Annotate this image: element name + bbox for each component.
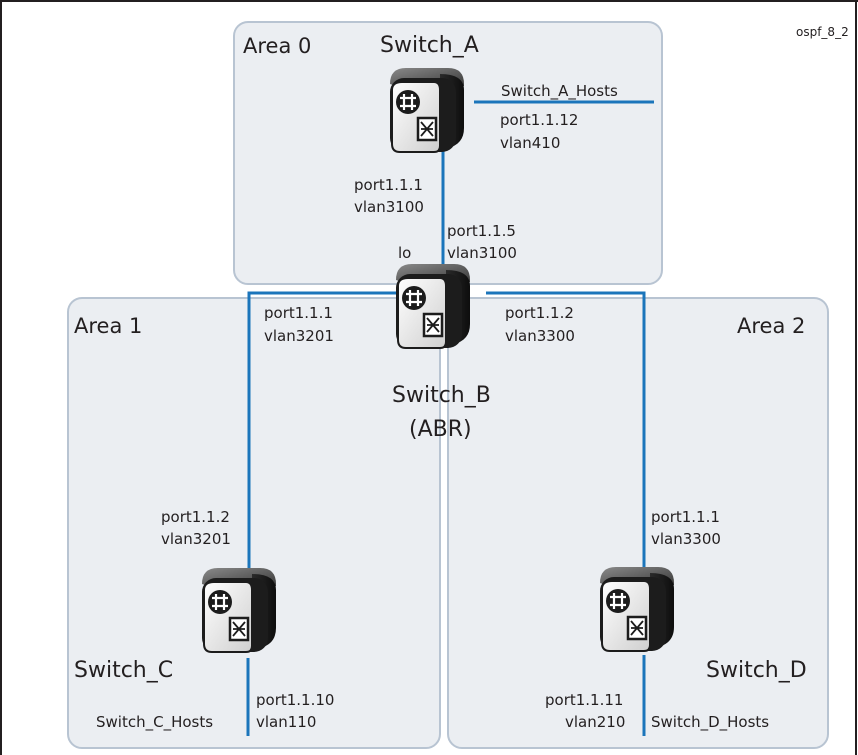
switch-b-icon [394, 262, 472, 350]
switch-d-icon [598, 565, 676, 653]
link-b-c [247, 291, 400, 585]
switch-b-up-vlan: vlan3100 [447, 244, 517, 262]
switch-a-down-port: port1.1.1 [354, 176, 423, 194]
switch-b-loopback-label: lo [398, 244, 411, 262]
switch-b-left-port: port1.1.1 [264, 304, 333, 322]
switch-b-right-port: port1.1.2 [505, 304, 574, 322]
link-b-d [486, 291, 646, 575]
area2-label: Area 2 [737, 314, 805, 338]
switch-c-up-vlan: vlan3201 [161, 530, 231, 548]
switch-d-up-vlan: vlan3300 [651, 530, 721, 548]
switch-c-hosts-vlan: vlan110 [256, 713, 316, 731]
area2-zone [447, 297, 829, 749]
area0-label: Area 0 [243, 34, 311, 58]
switch-d-hosts-port: port1.1.11 [545, 691, 623, 709]
switch-d-up-port: port1.1.1 [651, 508, 720, 526]
switch-c-hosts-label: Switch_C_Hosts [96, 713, 213, 732]
switch-d-label: Switch_D [706, 658, 807, 683]
area1-label: Area 1 [74, 314, 142, 338]
area1-zone [67, 297, 441, 749]
switch-a-hosts-label: Switch_A_Hosts [501, 82, 618, 101]
switch-c-up-port: port1.1.2 [161, 508, 230, 526]
figure-tag: ospf_8_2 [796, 25, 849, 39]
switch-c-icon [200, 566, 278, 654]
switch-a-label: Switch_A [380, 33, 479, 58]
switch-a-icon [388, 66, 466, 154]
switch-c-label: Switch_C [74, 658, 173, 683]
switch-d-hosts-vlan: vlan210 [565, 713, 625, 731]
network-links [246, 100, 654, 736]
switch-b-role-label: (ABR) [409, 417, 472, 442]
switch-c-hosts-port: port1.1.10 [256, 691, 334, 709]
switch-a-down-vlan: vlan3100 [354, 198, 424, 216]
switch-a-hosts-port: port1.1.12 [500, 111, 578, 129]
switch-b-up-port: port1.1.5 [447, 222, 516, 240]
switch-b-right-vlan: vlan3300 [505, 327, 575, 345]
switch-b-label: Switch_B [392, 383, 491, 408]
switch-a-hosts-vlan: vlan410 [500, 134, 560, 152]
switch-d-hosts-label: Switch_D_Hosts [651, 713, 769, 732]
switch-b-left-vlan: vlan3201 [264, 327, 334, 345]
